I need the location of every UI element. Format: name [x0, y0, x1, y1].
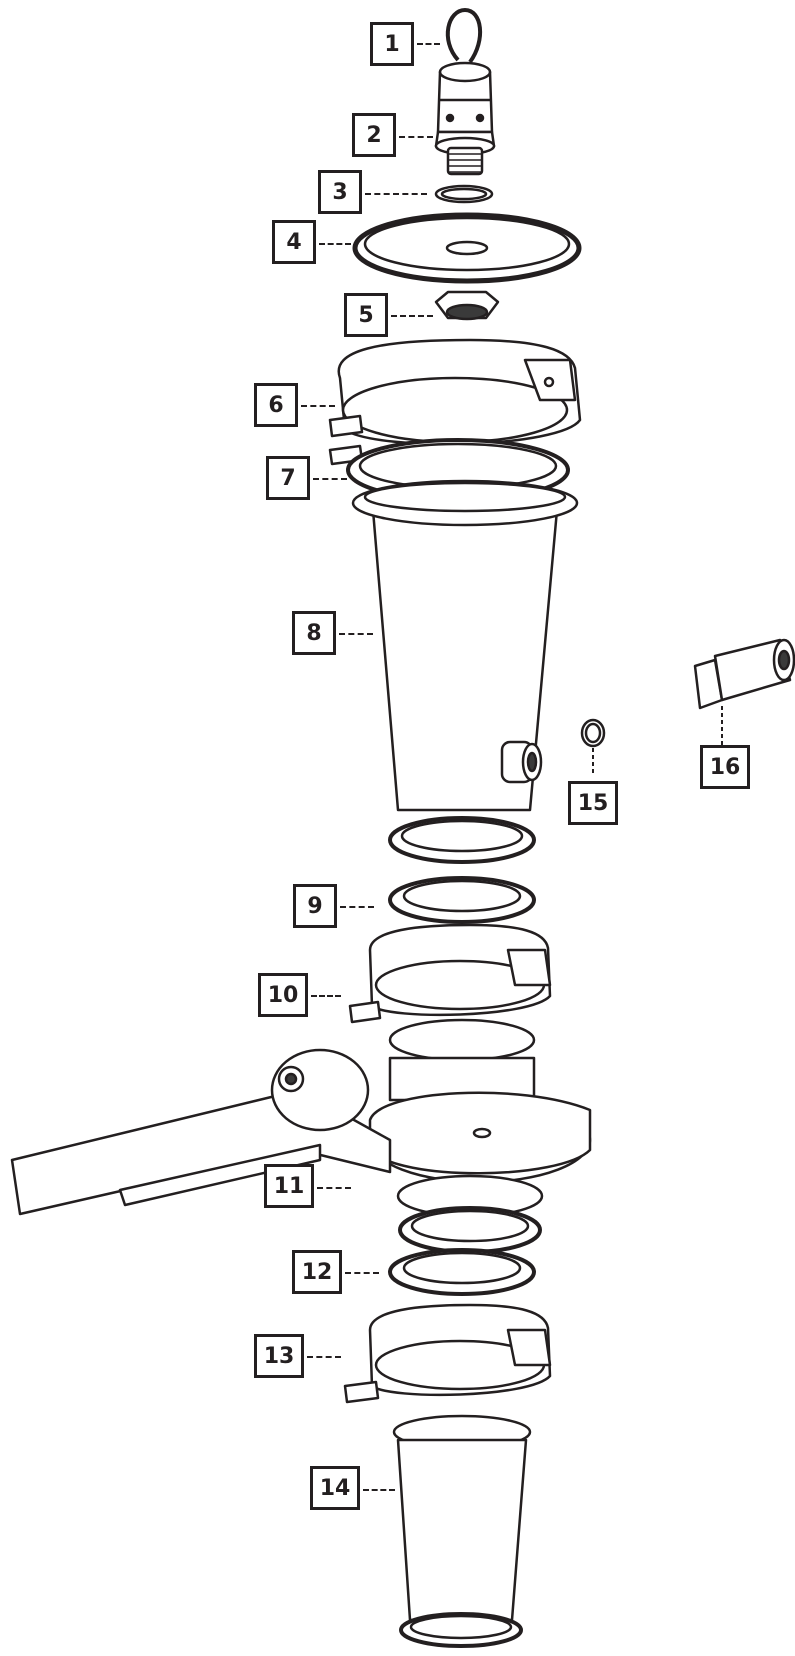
callout-label-7: 7: [266, 456, 310, 500]
part-13-clamp: [343, 1303, 552, 1404]
leader-line-3: [365, 193, 427, 195]
part-6-clamp: [328, 338, 582, 466]
part-8-cone-body: [351, 479, 579, 864]
part-1-sensor: [436, 8, 494, 134]
part-10-clamp: [348, 923, 552, 1024]
part-9-gasket: [388, 876, 536, 924]
part-14-lower-cone: [392, 1414, 532, 1648]
part-15-small-oring: [580, 718, 606, 748]
callout-label-8: 8: [292, 611, 336, 655]
callout-label-4: 4: [272, 220, 316, 264]
leader-line-12: [345, 1272, 379, 1274]
callout-label-9: 9: [293, 884, 337, 928]
part-4-cap-plate: [352, 212, 582, 284]
callout-label-1: 1: [370, 22, 414, 66]
part-11-valve: [10, 1018, 592, 1254]
callout-label-12: 12: [292, 1250, 342, 1294]
callout-label-5: 5: [344, 293, 388, 337]
callout-label-13: 13: [254, 1334, 304, 1378]
leader-line-11: [317, 1187, 351, 1189]
leader-line-7: [313, 478, 347, 480]
leader-line-2: [399, 136, 433, 138]
part-12-gasket: [388, 1248, 536, 1296]
callout-label-10: 10: [258, 973, 308, 1017]
callout-label-2: 2: [352, 113, 396, 157]
callout-label-15: 15: [568, 781, 618, 825]
leader-line-10: [311, 995, 341, 997]
leader-line-4: [319, 243, 351, 245]
leader-line-13: [307, 1356, 341, 1358]
callout-label-3: 3: [318, 170, 362, 214]
part-5-hex-nut: [434, 290, 500, 321]
leader-line-1: [417, 43, 440, 45]
leader-line-9: [340, 906, 374, 908]
leader-line-14: [363, 1489, 395, 1491]
leader-line-6: [301, 405, 335, 407]
part-2-threaded-fitting: [434, 130, 496, 176]
callout-label-14: 14: [310, 1466, 360, 1510]
callout-label-6: 6: [254, 383, 298, 427]
leader-line-8: [339, 633, 373, 635]
callout-label-11: 11: [264, 1164, 314, 1208]
leader-line-5: [391, 315, 433, 317]
callout-label-16: 16: [700, 745, 750, 789]
part-16-fitting: [693, 638, 795, 710]
